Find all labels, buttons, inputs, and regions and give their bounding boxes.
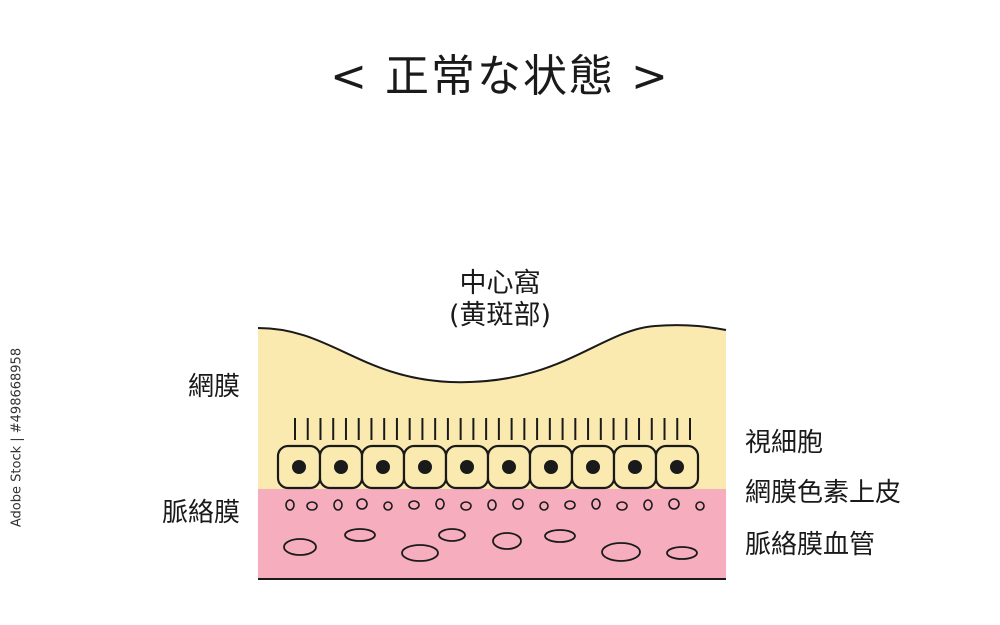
fovea-label: 中心窩 (黄斑部) (400, 268, 600, 333)
retina-label: 網膜 (187, 372, 240, 402)
choroid-layer (258, 489, 726, 579)
retina-surface-line (257, 324, 727, 384)
rpe-cell-nucleus (334, 460, 348, 474)
photoreceptor-label: 視細胞 (745, 428, 824, 458)
photoreceptor-lines (294, 418, 691, 440)
diagram-title: < 正常な状態 > (330, 51, 670, 102)
choroidal-vessels-label: 脈絡膜血管 (745, 530, 876, 560)
rpe-cell-nucleus (586, 460, 600, 474)
stock-watermark: Adobe Stock | #498668958 (9, 347, 25, 528)
choroid-small-ovals (285, 498, 705, 511)
fovea-label-line2: (黄斑部) (448, 300, 552, 332)
rpe-cell-nucleus (376, 460, 390, 474)
rpe-label: 網膜色素上皮 (745, 478, 902, 508)
rpe-cell-nucleus (418, 460, 432, 474)
rpe-cell-nucleus (292, 460, 306, 474)
rpe-cell-nucleus (460, 460, 474, 474)
choroid-label: 脈絡膜 (161, 498, 240, 528)
rpe-cell-nucleus (502, 460, 516, 474)
rpe-cell-nucleus (628, 460, 642, 474)
rpe-cell-nucleus (544, 460, 558, 474)
fovea-label-line1: 中心窩 (459, 268, 541, 299)
rpe-cell-row (276, 444, 700, 490)
choroid-blood-vessels (283, 528, 698, 562)
rpe-cell-nucleus (670, 460, 684, 474)
